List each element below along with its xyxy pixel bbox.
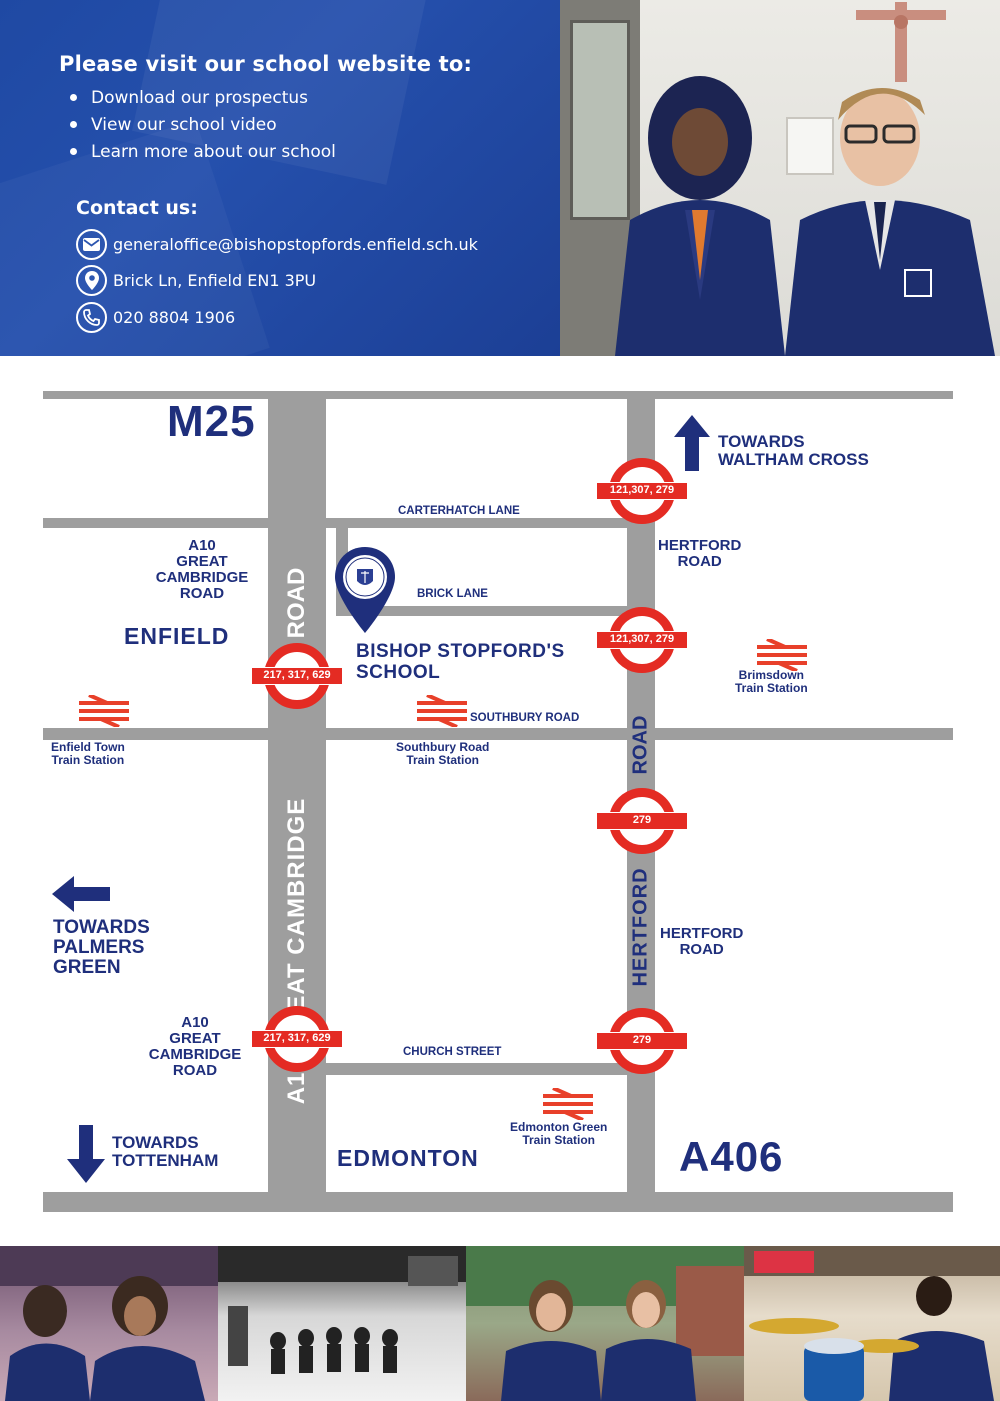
photo-scene [0, 1246, 218, 1401]
label-enfield: ENFIELD [124, 623, 230, 649]
contact-heading: Contact us: [76, 197, 198, 219]
email-icon [76, 229, 107, 260]
photo-studio-group [218, 1246, 466, 1401]
rail-icon-enfield-town [79, 695, 129, 727]
arrow-up-icon [674, 415, 710, 471]
road-brick-lane [336, 606, 627, 616]
label-southbury-road: SOUTHBURY ROAD [470, 712, 580, 724]
visit-heading: Please visit our school website to: [59, 52, 473, 76]
location-map: M25 A406 ROAD A10 GREAT CAMBRIDGE ROAD H… [43, 391, 953, 1212]
contact-phone[interactable]: 020 8804 1906 [76, 302, 235, 333]
students-photo [560, 0, 1000, 356]
rail-icon-southbury [417, 695, 467, 727]
road-southbury [43, 728, 953, 740]
visit-item-video[interactable]: View our school video [70, 111, 336, 138]
label-hertford-road-top: HERTFORD ROAD [658, 537, 742, 570]
label-brimsdown-station: Brimsdown Train Station [735, 668, 808, 695]
label-a10-top: A10 GREAT CAMBRIDGE ROAD [155, 537, 249, 602]
road-carterhatch-west [43, 518, 268, 528]
bus-stop-church-hertford[interactable]: 279 [596, 1008, 688, 1080]
visit-item-learn-more[interactable]: Learn more about our school [70, 138, 336, 165]
label-towards-palmers-green: TOWARDS PALMERS GREEN [53, 917, 150, 978]
location-pin-icon [76, 265, 107, 296]
contact-email[interactable]: generaloffice@bishopstopfords.enfield.sc… [76, 229, 478, 260]
visit-item-prospectus[interactable]: Download our prospectus [70, 84, 336, 111]
photo-student-drums [744, 1246, 1000, 1401]
label-edmonton: EDMONTON [337, 1145, 479, 1171]
contact-address[interactable]: Brick Ln, Enfield EN1 3PU [76, 265, 316, 296]
photo-students-outdoors [466, 1246, 744, 1401]
label-church-street: CHURCH STREET [403, 1046, 502, 1058]
road-a406 [43, 1192, 953, 1212]
label-southbury-station: Southbury Road Train Station [396, 740, 490, 767]
photo-wall-frame [786, 117, 834, 175]
label-hertford-road-mid: HERTFORD ROAD [660, 925, 744, 958]
photo-students-makeup [0, 1246, 218, 1401]
label-hertford-road-vertical: ROAD [629, 715, 652, 775]
visit-list: Download our prospectus View our school … [70, 84, 336, 165]
label-carterhatch-lane: CARTERHATCH LANE [398, 505, 520, 517]
student-left [615, 76, 785, 356]
label-m25: M25 [167, 397, 256, 446]
bullet-icon [70, 94, 77, 101]
school-pin-icon[interactable] [332, 545, 398, 635]
label-edmonton-green-station: Edmonton Green Train Station [510, 1120, 608, 1147]
bus-stop-church-gcr[interactable]: 217, 317, 629 [251, 1006, 343, 1078]
arrow-down-icon [67, 1125, 105, 1183]
photo-scene [744, 1246, 1000, 1401]
label-school: BISHOP STOPFORD'S SCHOOL [356, 641, 565, 683]
photo-window [570, 20, 630, 220]
label-towards-waltham-cross: TOWARDS WALTHAM CROSS [718, 432, 869, 469]
phone-icon [76, 302, 107, 333]
label-enfield-town-station: Enfield Town Train Station [51, 740, 125, 767]
bus-stop-hertford-mid[interactable]: 279 [596, 788, 688, 860]
bus-stop-brick-lane[interactable]: 121,307, 279 [596, 607, 688, 679]
rail-icon-brimsdown [757, 639, 807, 671]
label-towards-tottenham: TOWARDS TOTTENHAM [112, 1133, 219, 1170]
bus-stop-carterhatch[interactable]: 121,307, 279 [596, 458, 688, 530]
road-church-street [326, 1063, 627, 1075]
student-right [785, 87, 995, 356]
photo-scene [218, 1246, 466, 1374]
label-a406: A406 [679, 1133, 784, 1180]
arrow-left-icon [52, 876, 110, 912]
crucifix-icon [856, 2, 946, 82]
label-brick-lane: BRICK LANE [417, 588, 488, 600]
label-gcr-road: ROAD [283, 567, 310, 639]
label-a10-bottom: A10 GREAT CAMBRIDGE ROAD [148, 1014, 242, 1079]
bus-stop-southbury-gcr[interactable]: 217, 317, 629 [251, 643, 343, 715]
road-top-edge [43, 391, 953, 399]
bullet-icon [70, 121, 77, 128]
bullet-icon [70, 148, 77, 155]
rail-icon-edmonton-green [543, 1088, 593, 1120]
info-banner: Please visit our school website to: Down… [0, 0, 560, 356]
label-hertford-vertical: HERTFORD [629, 867, 652, 987]
photo-scene [466, 1246, 744, 1401]
road-carterhatch [326, 518, 627, 528]
